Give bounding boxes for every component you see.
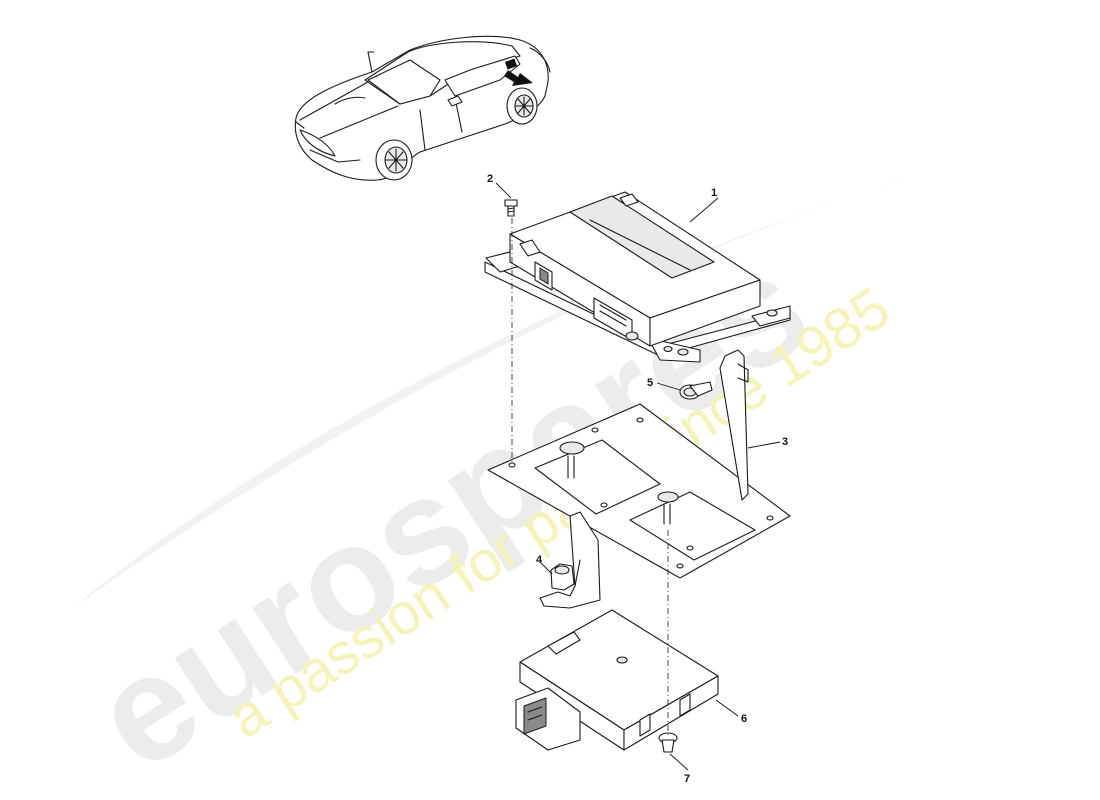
part-6-lower-module: [515, 609, 719, 751]
callout-1: 1: [711, 187, 717, 199]
alignment-lines: [511, 218, 669, 735]
callout-2: 2: [487, 173, 493, 185]
callout-3: 3: [782, 436, 788, 448]
callout-7: 7: [684, 773, 690, 785]
part-7-clip: [658, 732, 678, 753]
part-4-nut: [550, 563, 575, 591]
part-1-control-module: [484, 191, 791, 363]
callout-6: 6: [741, 713, 747, 725]
callout-5: 5: [647, 377, 653, 389]
callout-4: 4: [536, 554, 543, 566]
location-arrow-icon: [504, 58, 533, 86]
part-5-bolt: [679, 381, 713, 400]
callouts: 1 2 3 4 5 6 7: [487, 173, 788, 785]
leader-lines: [495, 182, 781, 771]
car-overview-icon: [294, 35, 551, 181]
part-3-bracket: [487, 349, 791, 609]
part-2-screw: [504, 199, 518, 217]
